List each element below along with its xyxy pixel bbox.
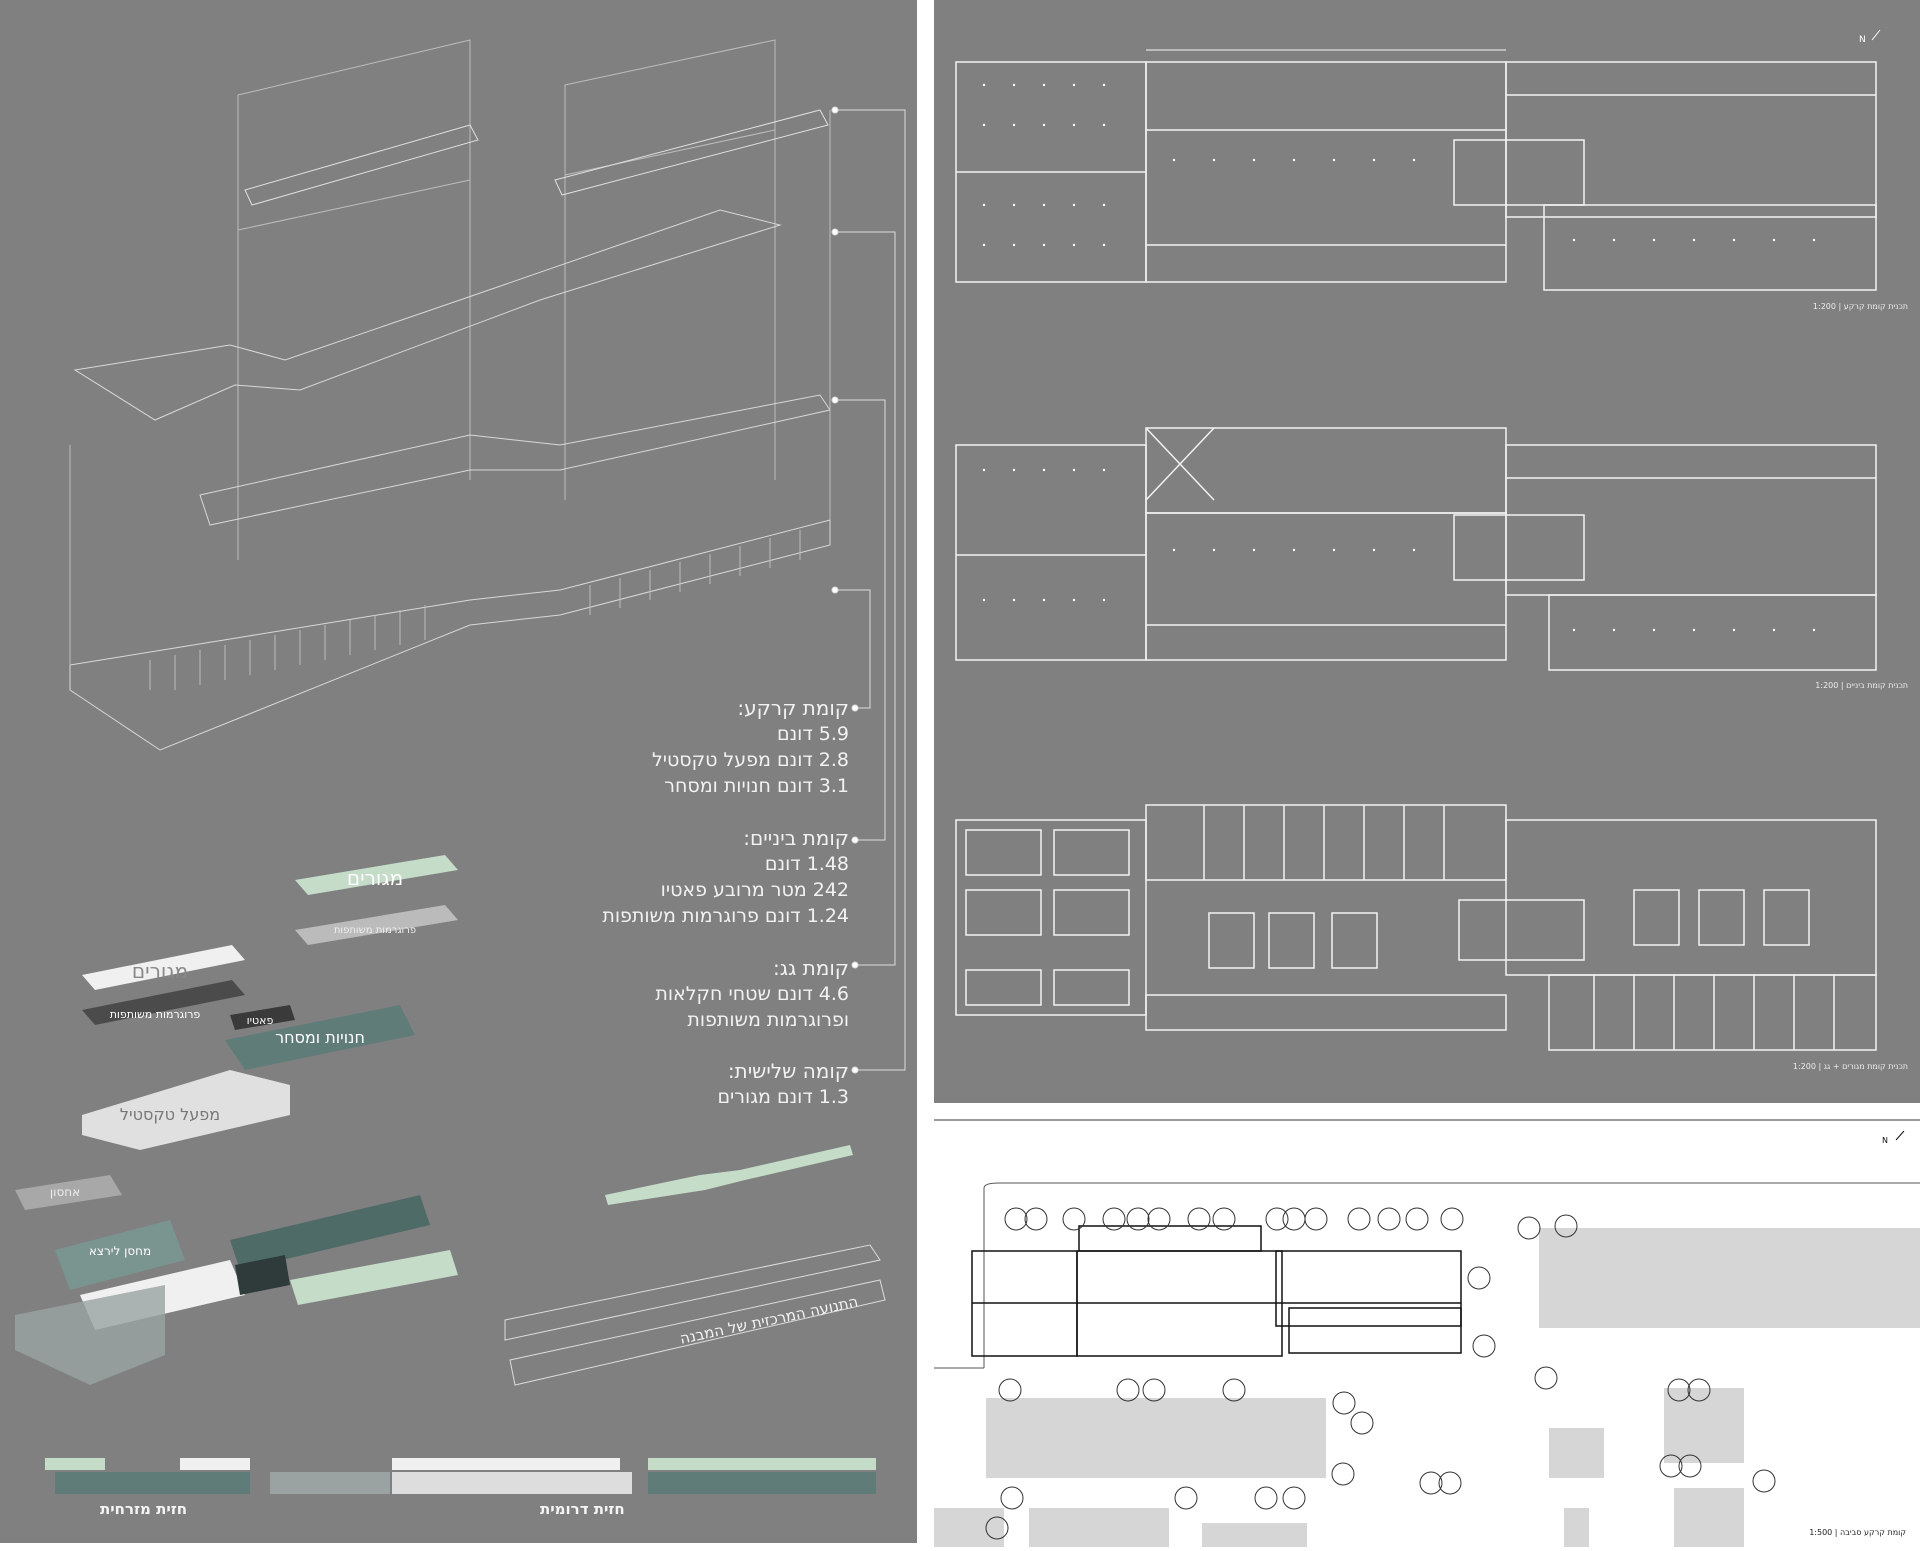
- site-plan-caption: קומת קרקע סביבה | 1:500: [1809, 1528, 1906, 1537]
- shops-block: [225, 1005, 415, 1070]
- site-north-label: N: [1882, 1136, 1888, 1145]
- ground-floor-heading: קומת קרקע:: [737, 696, 849, 720]
- tower-outline-right: [564, 39, 776, 176]
- leader-lines: [831, 106, 906, 1074]
- residential-block-2: [295, 855, 458, 895]
- roof-line-2: ופרוגרמות משותפות: [687, 1009, 849, 1031]
- mezzanine-plan: [955, 427, 1877, 671]
- ground-dark-block: [235, 1255, 290, 1295]
- mezzanine-line-1: 1.48 דונם: [764, 853, 849, 875]
- shared-label-2: פרוגרמות משותפות: [334, 925, 416, 936]
- ground-green-block: [290, 1250, 458, 1305]
- mezzanine-level-outline: [199, 394, 831, 526]
- residential-plan-caption: תכנית קומת מגורים + גג | 1:200: [1792, 1062, 1908, 1071]
- ground-level-outline: [69, 519, 831, 751]
- storage-block: [15, 1175, 122, 1210]
- shops-label: חנויות ומסחר: [275, 1028, 365, 1047]
- roof-heading: קומת גג:: [773, 956, 849, 980]
- residential-block-1: [82, 945, 245, 990]
- north-arrow-icon: N: [1859, 29, 1881, 45]
- mezzanine-line-2: 242 מטר מרובע פאטיו: [660, 879, 849, 901]
- exploded-axonometric-drawing: מגורים פרוגרמות משותפות מגורים פרוגרמות …: [15, 39, 906, 1494]
- floor-plans-drawing: N: [955, 29, 1881, 1051]
- site-plan-panel: N קומת קרקע סביבה | 1:500: [934, 1118, 1920, 1547]
- residential-level-left: [244, 124, 479, 206]
- mezzanine-plan-caption: תכנית קומת ביניים | 1:200: [1815, 681, 1908, 690]
- patio-block: [230, 1005, 295, 1030]
- third-floor-heading: קומה שלישית:: [727, 1059, 849, 1083]
- roof-level-outline: [73, 209, 782, 421]
- ground-base-block: [15, 1285, 165, 1385]
- shared-block-1: [82, 980, 245, 1025]
- building-footprint: [971, 1225, 1462, 1357]
- residential-roof-plan: [955, 804, 1877, 1051]
- third-floor-stats: קומה שלישית: 1.3 דונם מגורים: [717, 1058, 849, 1110]
- svg-text:N: N: [1859, 35, 1866, 45]
- ground-teal-block: [230, 1195, 430, 1270]
- movement-caption: התנועה המרכזית של המבנה: [678, 1292, 859, 1347]
- mezzanine-stats: קומת ביניים: 1.48 דונם 242 מטר מרובע פאט…: [602, 825, 849, 929]
- factory-block: [82, 1070, 290, 1150]
- inventory-block: [55, 1220, 185, 1290]
- residential-label-2: מגורים: [347, 866, 403, 890]
- shared-block-2: [295, 905, 458, 945]
- movement-diagram: [504, 1145, 886, 1386]
- east-elevation-label: חזית מזרחית: [100, 1500, 188, 1518]
- neighbour-buildings: [934, 1228, 1920, 1547]
- site-plan-drawing: N: [934, 1119, 1920, 1547]
- roof-line-1: 4.6 דונם שטחי חקלאות: [655, 983, 849, 1005]
- inventory-label: מחסן לירצא: [89, 1244, 151, 1258]
- ground-plan-caption: תכנית קומת קרקע | 1:200: [1812, 302, 1908, 311]
- elevation-strips: [45, 1458, 876, 1494]
- site-trees: [985, 1207, 1776, 1540]
- plan-column-grid: [982, 83, 1816, 632]
- ground-floor-plan: [955, 49, 1877, 291]
- roof-stats: קומת גג: 4.6 דונם שטחי חקלאות ופרוגרמות …: [655, 955, 849, 1033]
- factory-label: מפעל טקסטיל: [120, 1105, 220, 1124]
- storage-label: אחסון: [50, 1185, 80, 1199]
- ground-floor-line-1: 5.9 דונם: [776, 723, 849, 745]
- ground-columns: [149, 530, 801, 690]
- residential-label-1: מגורים: [132, 959, 188, 983]
- ground-floor-line-2: 2.8 דונם מפעל טקסטיל: [651, 749, 849, 771]
- floor-plans-panel: N תכנית קומת קרקע | 1:200 תכנית קומת בינ…: [934, 0, 1920, 1103]
- ground-floor-line-3: 3.1 דונם חנויות ומסחר: [664, 775, 849, 797]
- patio-label: פאטיו: [247, 1014, 274, 1027]
- axonometric-panel: מגורים פרוגרמות משותפות מגורים פרוגרמות …: [0, 0, 917, 1543]
- residential-level-right: [554, 109, 829, 196]
- south-elevation-label: חזית דרומית: [540, 1500, 625, 1518]
- ground-floor-stats: קומת קרקע: 5.9 דונם 2.8 דונם מפעל טקסטיל…: [652, 695, 849, 799]
- site-north-arrow-icon: [1895, 1130, 1905, 1141]
- mezzanine-line-3: 1.24 דונם פרוגרמות משותפות: [602, 905, 849, 927]
- shared-label-1: פרוגרמות משותפות: [110, 1008, 201, 1021]
- third-floor-line-1: 1.3 דונם מגורים: [717, 1086, 849, 1108]
- program-diagram: [15, 855, 458, 1385]
- mezzanine-heading: קומת ביניים:: [743, 826, 849, 850]
